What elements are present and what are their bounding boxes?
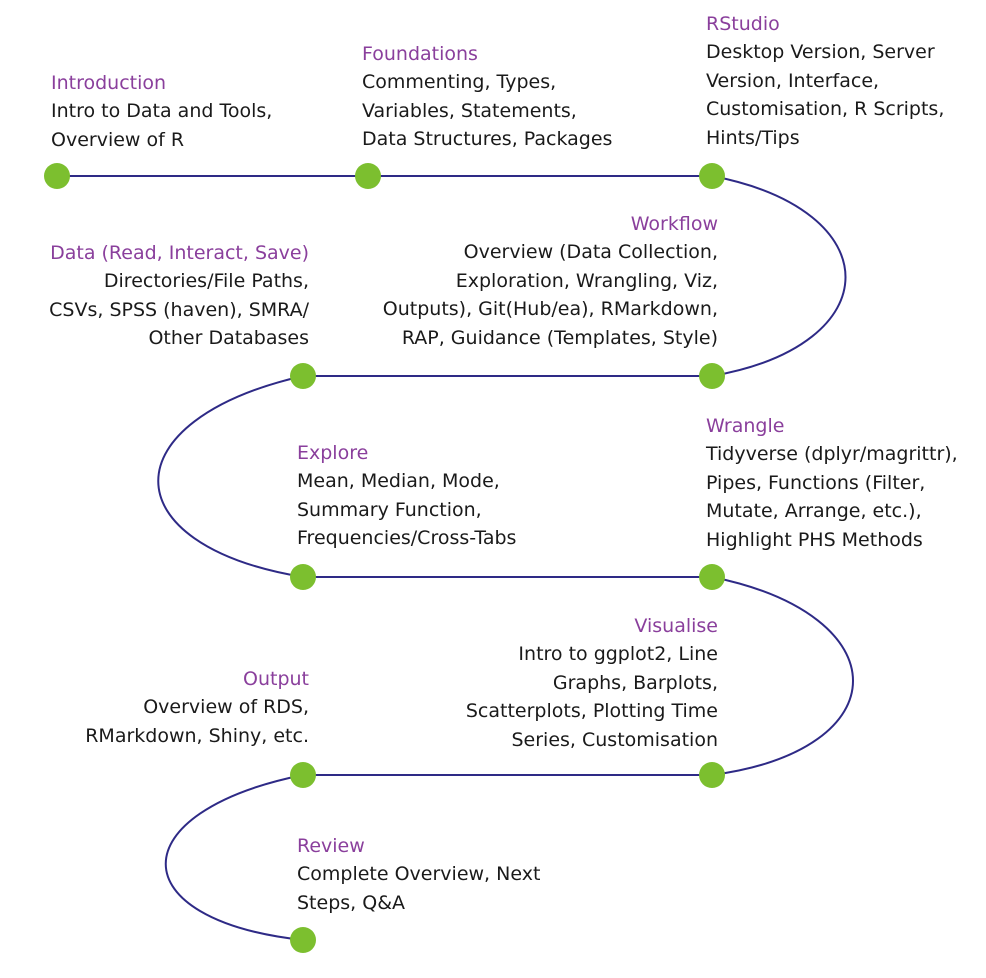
topic-title: Workflow (630, 213, 718, 235)
node-visualise (699, 762, 725, 788)
topic-body: Commenting, Types, Variables, Statements… (362, 71, 613, 150)
topic-title: Visualise (634, 615, 718, 637)
node-data (290, 363, 316, 389)
topic-title: Foundations (362, 43, 478, 65)
node-review (290, 927, 316, 953)
topic-review: Review Complete Overview, Next Steps, Q&… (297, 832, 540, 917)
topic-title: Data (Read, Interact, Save) (50, 242, 309, 264)
topic-workflow: Workflow Overview (Data Collection, Expl… (383, 210, 718, 352)
topic-title: Introduction (51, 72, 167, 94)
topic-body: Mean, Median, Mode, Summary Function, Fr… (297, 470, 517, 549)
topic-body: Directories/File Paths, CSVs, SPSS (have… (49, 270, 309, 349)
topic-body: Intro to ggplot2, Line Graphs, Barplots,… (465, 643, 718, 751)
node-introduction (44, 163, 70, 189)
topic-explore: Explore Mean, Median, Mode, Summary Func… (297, 439, 516, 553)
node-rstudio (699, 163, 725, 189)
topic-title: Explore (297, 442, 369, 464)
topic-data: Data (Read, Interact, Save) Directories/… (49, 239, 309, 353)
topic-body: Tidyverse (dplyr/magrittr), Pipes, Funct… (706, 443, 958, 551)
node-wrangle (699, 564, 725, 590)
topic-foundations: Foundations Commenting, Types, Variables… (362, 40, 612, 154)
topic-body: Complete Overview, Next Steps, Q&A (297, 863, 541, 914)
topic-introduction: Introduction Intro to Data and Tools, Ov… (51, 69, 272, 154)
topic-body: Desktop Version, Server Version, Interfa… (706, 41, 945, 149)
topic-body: Overview of RDS, RMarkdown, Shiny, etc. (85, 696, 309, 747)
node-foundations (355, 163, 381, 189)
topic-body: Intro to Data and Tools, Overview of R (51, 100, 273, 151)
node-workflow (699, 363, 725, 389)
node-explore (290, 564, 316, 590)
topic-title: RStudio (706, 13, 780, 35)
node-output (290, 762, 316, 788)
topic-title: Review (297, 835, 365, 857)
topic-visualise: Visualise Intro to ggplot2, Line Graphs,… (466, 612, 718, 754)
topic-output: Output Overview of RDS, RMarkdown, Shiny… (85, 665, 309, 750)
topic-rstudio: RStudio Desktop Version, Server Version,… (706, 10, 944, 152)
topic-title: Output (243, 668, 309, 690)
topic-wrangle: Wrangle Tidyverse (dplyr/magrittr), Pipe… (706, 412, 958, 554)
topic-title: Wrangle (706, 415, 785, 437)
topic-body: Overview (Data Collection, Exploration, … (382, 241, 718, 349)
